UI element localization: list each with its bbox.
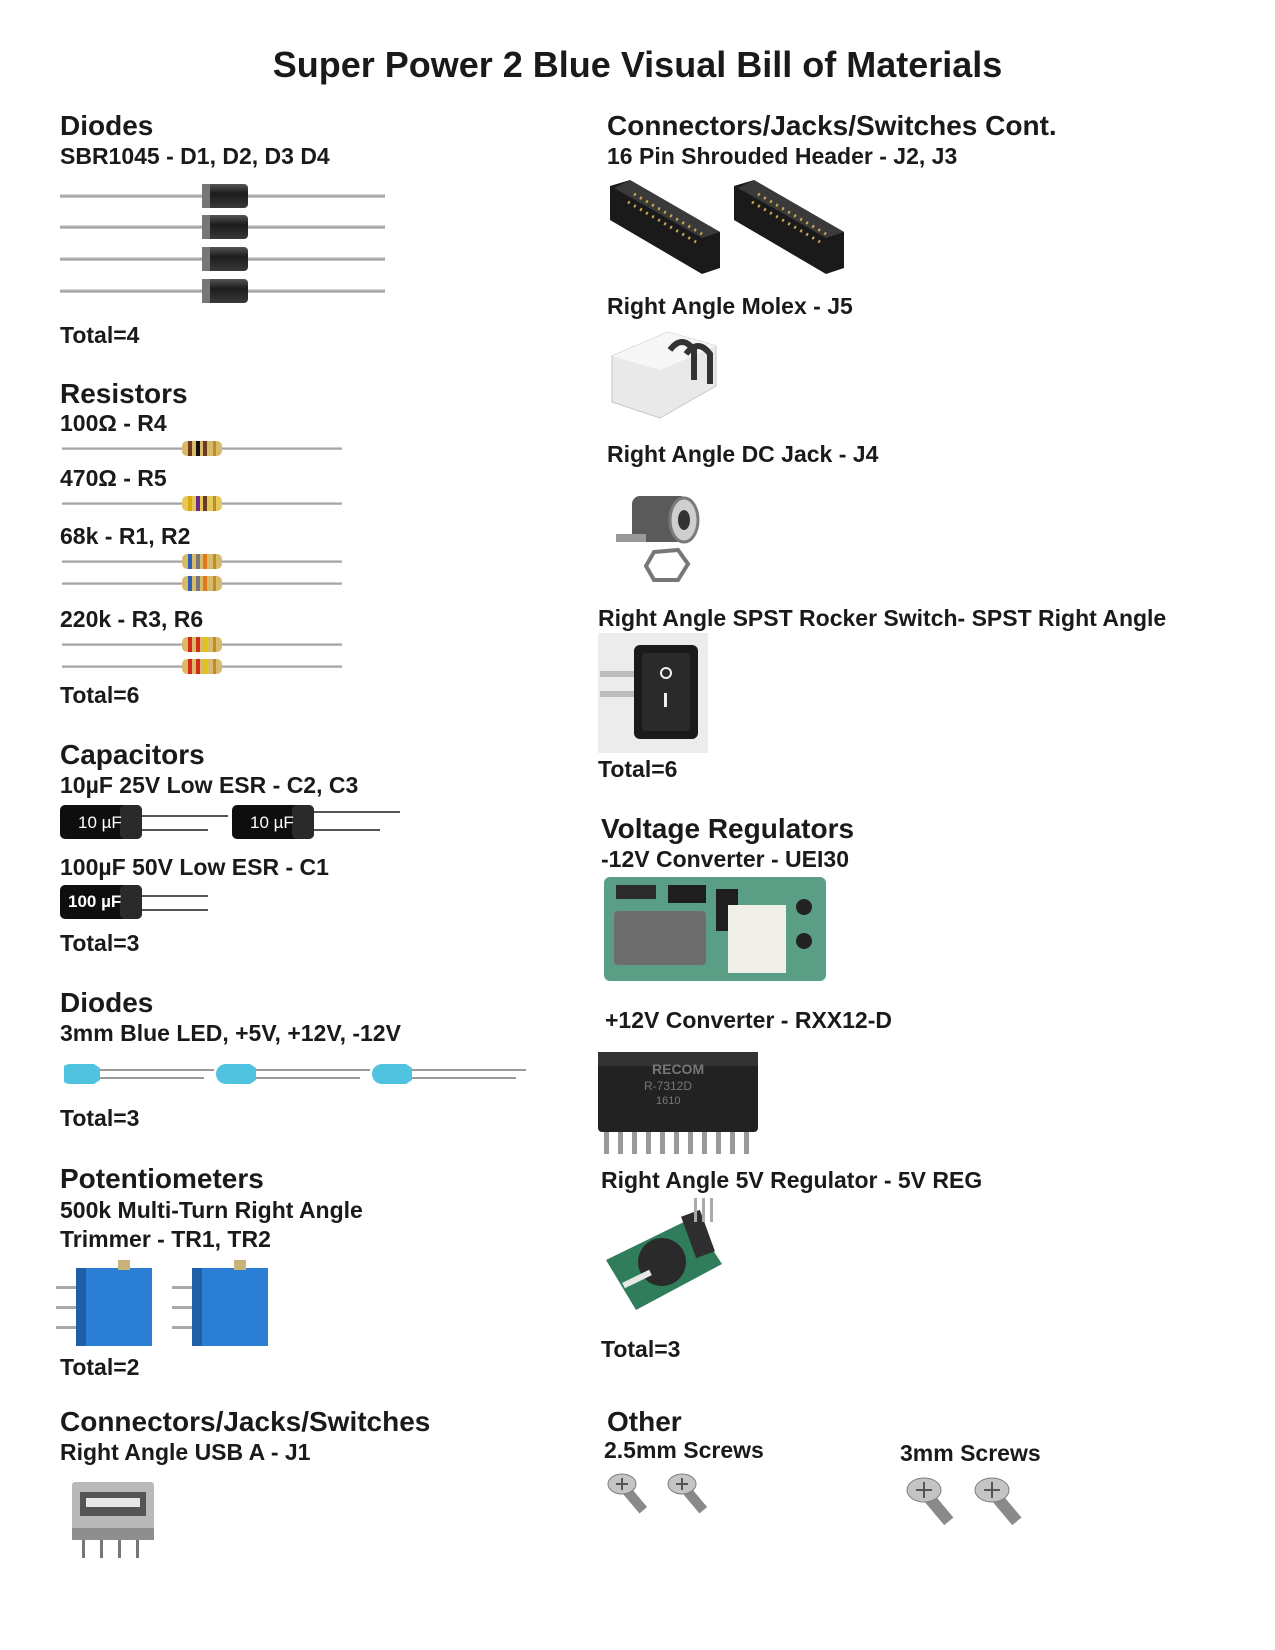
connectors-cont-heading: Connectors/Jacks/Switches Cont.	[607, 110, 1057, 141]
connectors-total: Total=6	[598, 756, 678, 782]
resistor-r3r6-image	[62, 637, 342, 674]
pot-images	[56, 1260, 268, 1346]
page-title: Super Power 2 Blue Visual Bill of Materi…	[272, 44, 1003, 85]
shrouded-header-label: 16 Pin Shrouded Header - J2, J3	[607, 143, 958, 169]
resistor-r1r2-label: 68k - R1, R2	[60, 523, 191, 549]
pots-total: Total=2	[60, 1354, 140, 1380]
usb-a-image	[72, 1482, 154, 1558]
diode-1	[60, 184, 385, 208]
capacitor-c1-label: 100µF 50V Low ESR - C1	[60, 854, 329, 880]
pots-item-line1: 500k Multi-Turn Right Angle	[60, 1197, 363, 1223]
regulators-total: Total=3	[601, 1336, 681, 1362]
shrouded-header-images	[610, 180, 844, 274]
resistors-heading: Resistors	[60, 378, 188, 409]
pot-1	[56, 1260, 152, 1346]
resistor-r4-label: 100Ω - R4	[60, 410, 167, 436]
uei30-label: -12V Converter - UEI30	[601, 846, 849, 872]
rocker-switch-label: Right Angle SPST Rocker Switch- SPST Rig…	[598, 605, 1167, 631]
capacitors-total: Total=3	[60, 930, 140, 956]
led-3	[372, 1064, 526, 1084]
diode-2	[60, 215, 385, 239]
diodes-total: Total=4	[60, 322, 140, 348]
diode-4	[60, 279, 385, 303]
led-images	[64, 1064, 526, 1084]
cap-label-2: 10 µF	[250, 813, 294, 832]
molex-label: Right Angle Molex - J5	[607, 293, 853, 319]
led-2	[216, 1064, 370, 1084]
uei30-image	[604, 877, 826, 981]
5v-reg-image	[606, 1198, 722, 1310]
screws-3mm-label: 3mm Screws	[900, 1440, 1041, 1466]
pots-item-line2: Trimmer - TR1, TR2	[60, 1226, 271, 1252]
usb-a-label: Right Angle USB A - J1	[60, 1439, 311, 1465]
shrouded-header-1	[610, 180, 720, 274]
capacitor-c2c3-image: 10 µF 10 µF	[60, 805, 400, 839]
capacitor-c2c3-label: 10µF 25V Low ESR - C2, C3	[60, 772, 359, 798]
recom-brand: RECOM	[652, 1061, 704, 1077]
cap-label-3: 100 µF	[68, 892, 121, 911]
resistor-r4-image	[62, 441, 342, 456]
diode-3	[60, 247, 385, 271]
screws-3mm-image	[906, 1477, 1022, 1526]
resistor-r5-label: 470Ω - R5	[60, 465, 167, 491]
screw-2-5mm-2	[667, 1473, 708, 1514]
screw-2-5mm-1	[607, 1473, 648, 1514]
molex-image	[611, 331, 717, 419]
rxx12d-label: +12V Converter - RXX12-D	[605, 1007, 892, 1033]
recom-code: 1610	[656, 1095, 680, 1107]
diodes-heading: Diodes	[60, 110, 154, 141]
resistor-r5-image	[62, 496, 342, 511]
screw-3mm-1	[906, 1477, 954, 1526]
led-item: 3mm Blue LED, +5V, +12V, -12V	[60, 1020, 401, 1046]
screw-3mm-2	[974, 1477, 1022, 1526]
dc-jack-label: Right Angle DC Jack - J4	[607, 441, 879, 467]
resistor-r3r6-label: 220k - R3, R6	[60, 606, 204, 632]
recom-model: R-7312D	[644, 1079, 692, 1093]
led-diodes-heading: Diodes	[60, 987, 154, 1018]
screws-2-5mm-image	[607, 1473, 708, 1514]
regulators-heading: Voltage Regulators	[601, 813, 855, 844]
diode-images	[60, 184, 385, 303]
led-1	[64, 1064, 214, 1084]
pots-heading: Potentiometers	[60, 1163, 264, 1194]
capacitors-heading: Capacitors	[60, 739, 205, 770]
screws-2-5mm-label: 2.5mm Screws	[604, 1437, 764, 1463]
leds-total: Total=3	[60, 1105, 140, 1131]
resistor-r1r2-image	[62, 554, 342, 591]
shrouded-header-2	[734, 180, 844, 274]
5v-reg-label: Right Angle 5V Regulator - 5V REG	[601, 1167, 983, 1193]
other-heading: Other	[607, 1406, 682, 1437]
pot-2	[172, 1260, 268, 1346]
diodes-item: SBR1045 - D1, D2, D3 D4	[60, 143, 330, 169]
dc-jack-image	[616, 496, 700, 582]
resistors-total: Total=6	[60, 682, 140, 708]
cap-label-1: 10 µF	[78, 813, 122, 832]
rxx12d-image: RECOM R-7312D 1610	[598, 1052, 758, 1154]
capacitor-c1-image: 100 µF	[60, 885, 208, 919]
connectors-heading: Connectors/Jacks/Switches	[60, 1406, 431, 1437]
rocker-switch-image	[598, 633, 708, 753]
